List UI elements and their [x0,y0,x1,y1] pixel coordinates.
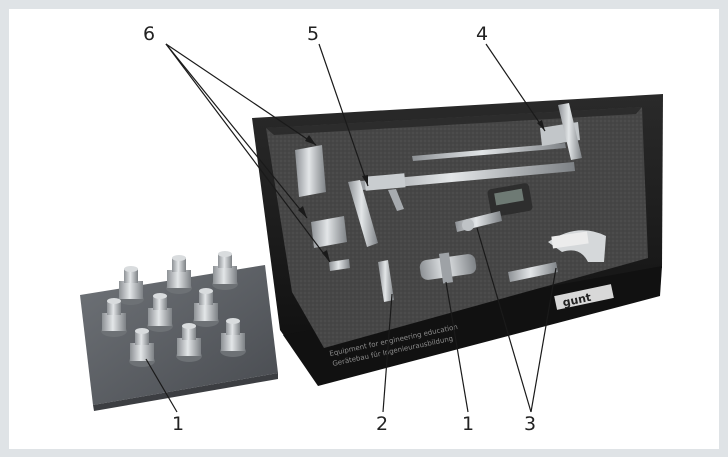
callout-1-plate: 1 [172,413,184,435]
micrometer-digital [455,183,533,232]
callout-4: 4 [476,23,488,45]
callout-2: 2 [376,413,388,435]
callout-labels: 6 5 4 1 2 1 3 [143,23,536,435]
arrow-heads [298,120,545,262]
callout-1-case: 1 [462,413,474,435]
specimen-plate [80,251,278,411]
callout-3: 3 [524,413,536,435]
test-pieces [101,251,246,367]
vernier-caliper [348,162,575,247]
micrometer-outside [508,230,606,282]
gauge-blocks [295,145,350,271]
callout-5: 5 [307,23,319,45]
leader-lines [145,43,557,413]
callout-6: 6 [143,23,155,45]
shaft-part [419,252,477,284]
small-tool [378,260,394,302]
brand-logo: gunt [561,291,592,310]
depth-gauge [412,103,582,161]
